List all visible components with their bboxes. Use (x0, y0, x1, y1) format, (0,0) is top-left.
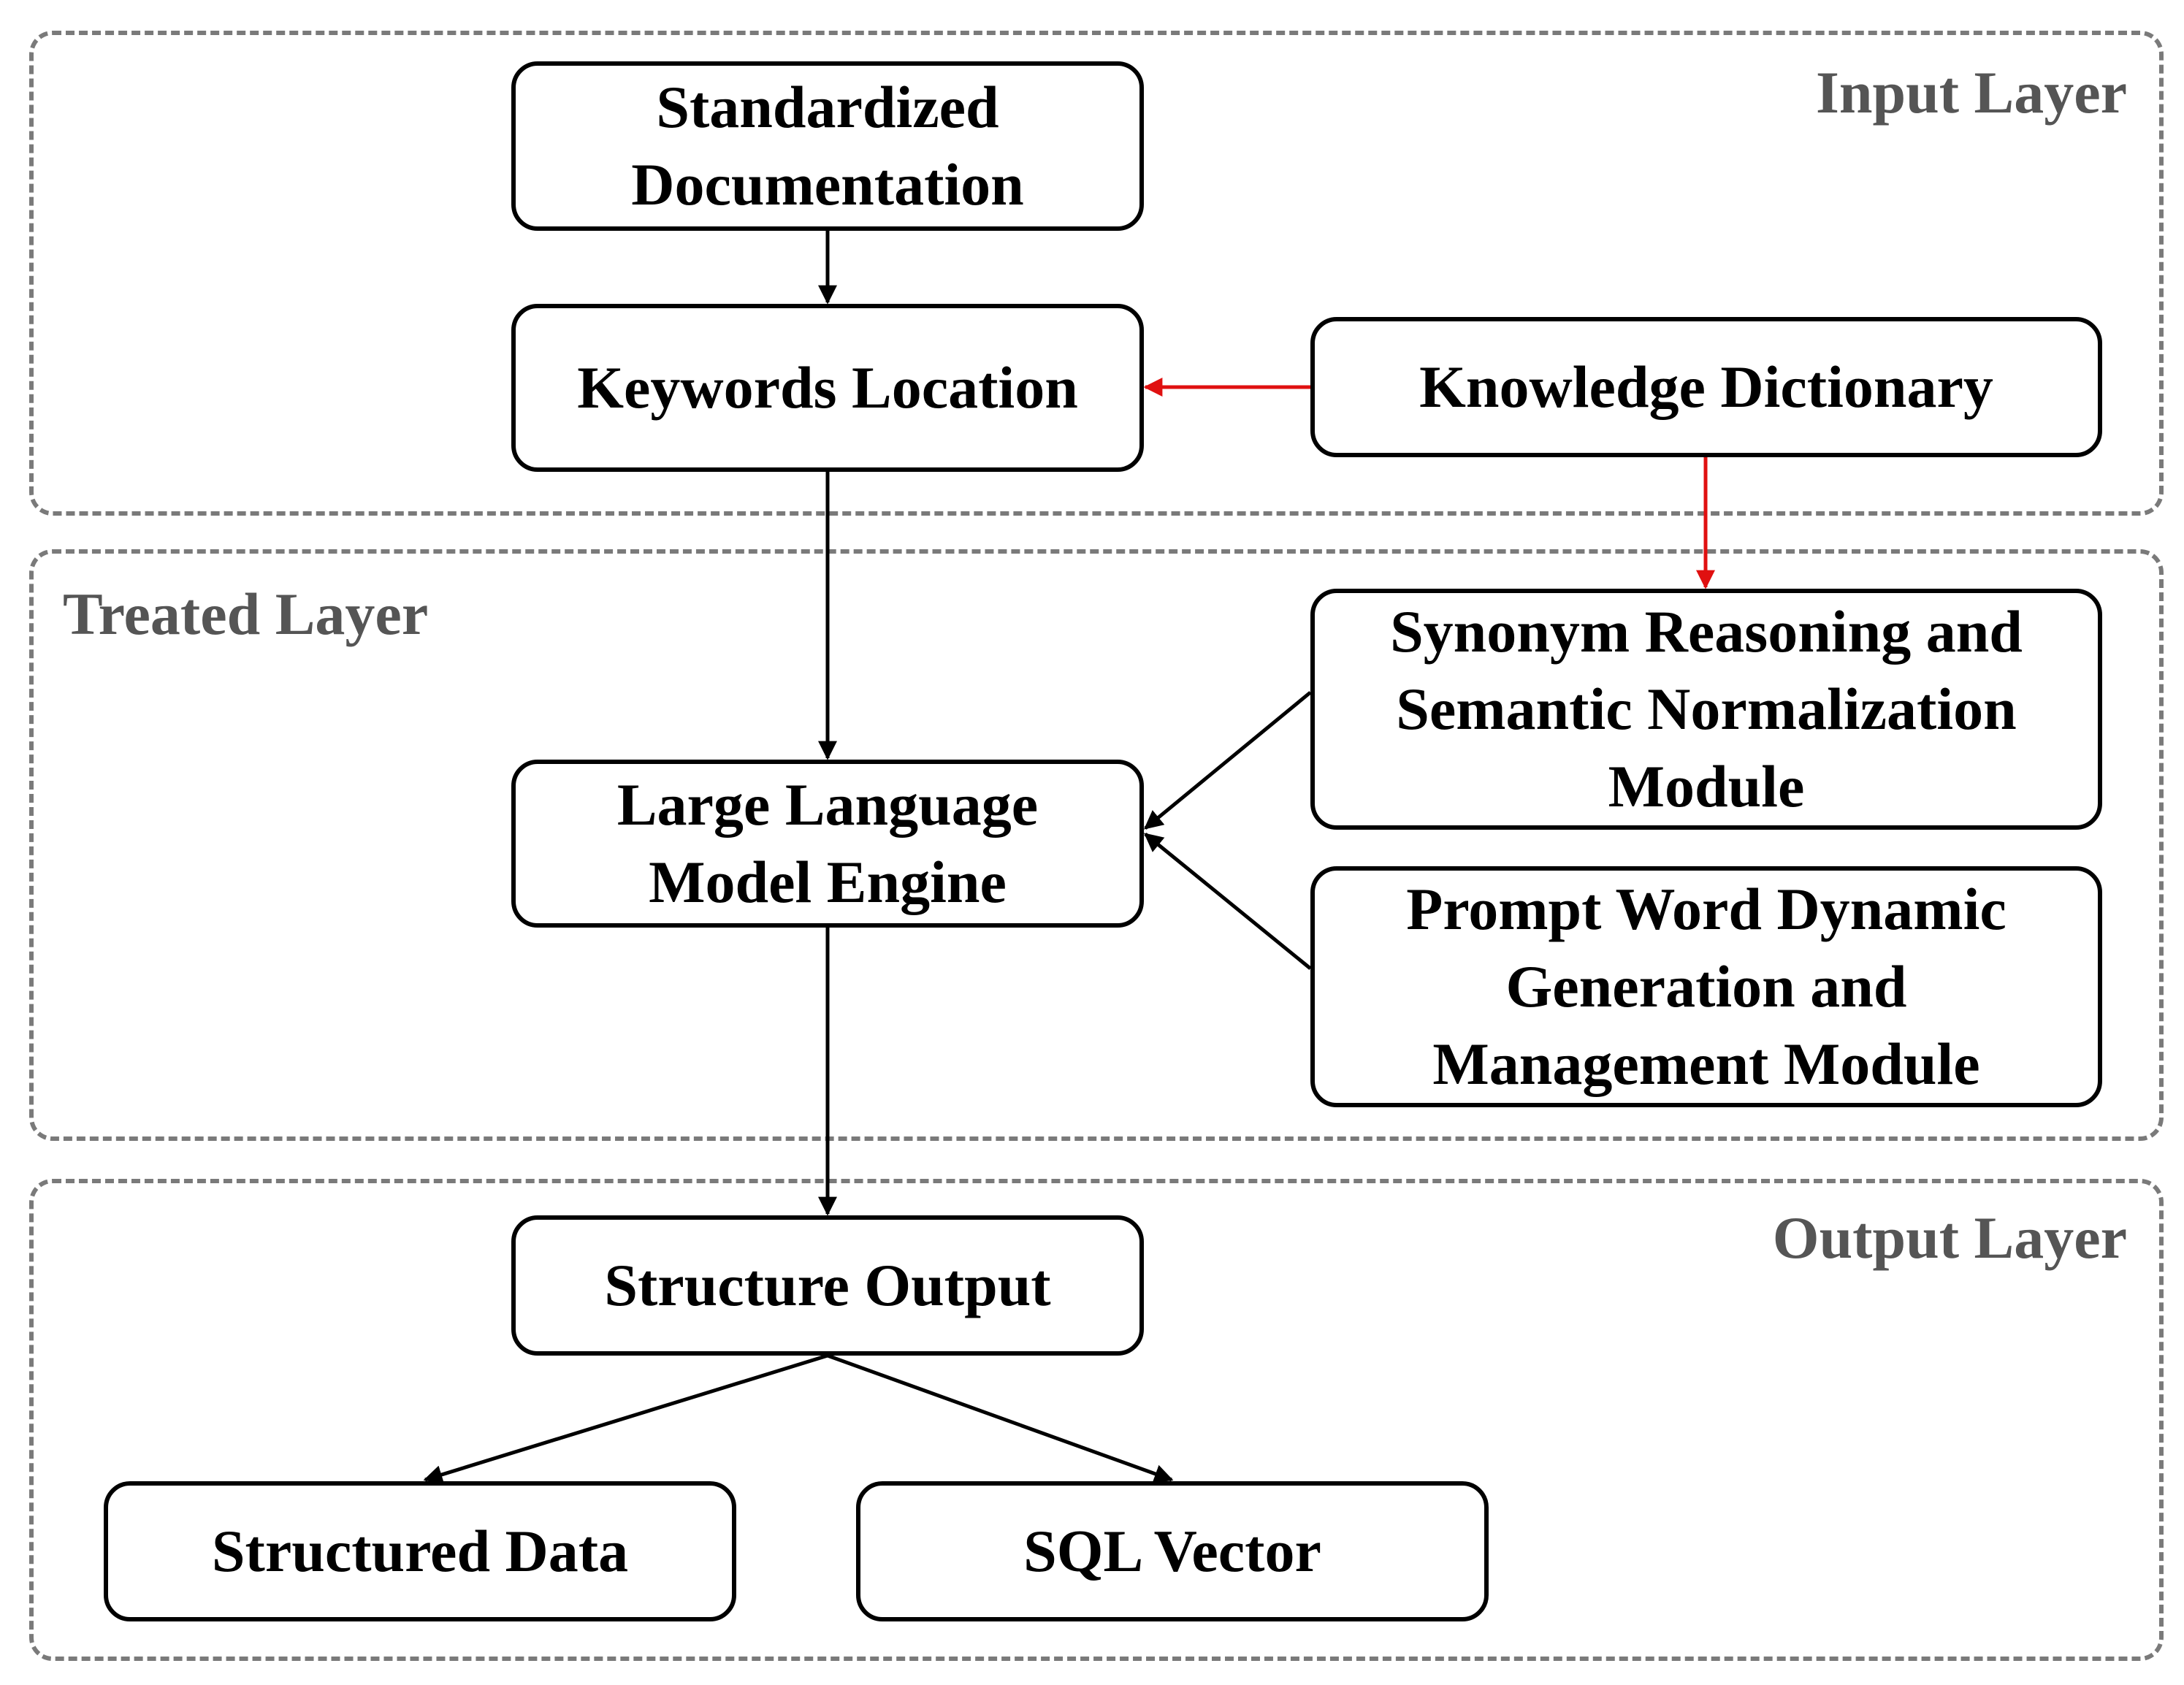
treated-layer-title: Treated Layer (63, 581, 429, 647)
keywords-location-label: Keywords Location (577, 354, 1078, 421)
sql-vector-box: SQL Vector (856, 1481, 1489, 1621)
structured-data-label: Structured Data (211, 1518, 629, 1584)
keywords-location-box: Keywords Location (511, 304, 1144, 472)
structured-data-box: Structured Data (104, 1481, 736, 1621)
sql-vector-label: SQL Vector (1023, 1518, 1321, 1584)
arrow-prompt-module-to-llm-engine (1143, 833, 1312, 970)
llm-engine-box: Large Language Model Engine (511, 760, 1144, 928)
output-layer (29, 1179, 2164, 1661)
prompt-word-module-box: Prompt Word Dynamic Generation and Manag… (1310, 866, 2102, 1107)
standardized-documentation-box: Standardized Documentation (511, 61, 1144, 231)
prompt-word-module-label: Prompt Word Dynamic Generation and Manag… (1406, 876, 2007, 1097)
arrow-structure-output-to-sql-vector (827, 1353, 1174, 1483)
arrow-structure-output-to-structured-data (423, 1353, 828, 1484)
knowledge-dictionary-box: Knowledge Dictionary (1310, 317, 2102, 457)
knowledge-dictionary-label: Knowledge Dictionary (1419, 354, 1993, 420)
llm-engine-label: Large Language Model Engine (616, 771, 1039, 915)
standardized-documentation-label: Standardized Documentation (631, 74, 1024, 218)
structure-output-label: Structure Output (604, 1252, 1051, 1318)
arrow-synonym-module-to-llm-engine (1143, 691, 1312, 830)
output-layer-title: Output Layer (1772, 1204, 2127, 1271)
synonym-reasoning-module-label: Synonym Reasoning and Semantic Normaliza… (1390, 598, 2023, 819)
input-layer (29, 31, 2164, 516)
structure-output-box: Structure Output (511, 1215, 1144, 1356)
treated-layer (29, 549, 2164, 1141)
input-layer-title: Input Layer (1815, 59, 2127, 126)
synonym-reasoning-module-box: Synonym Reasoning and Semantic Normaliza… (1310, 589, 2102, 830)
